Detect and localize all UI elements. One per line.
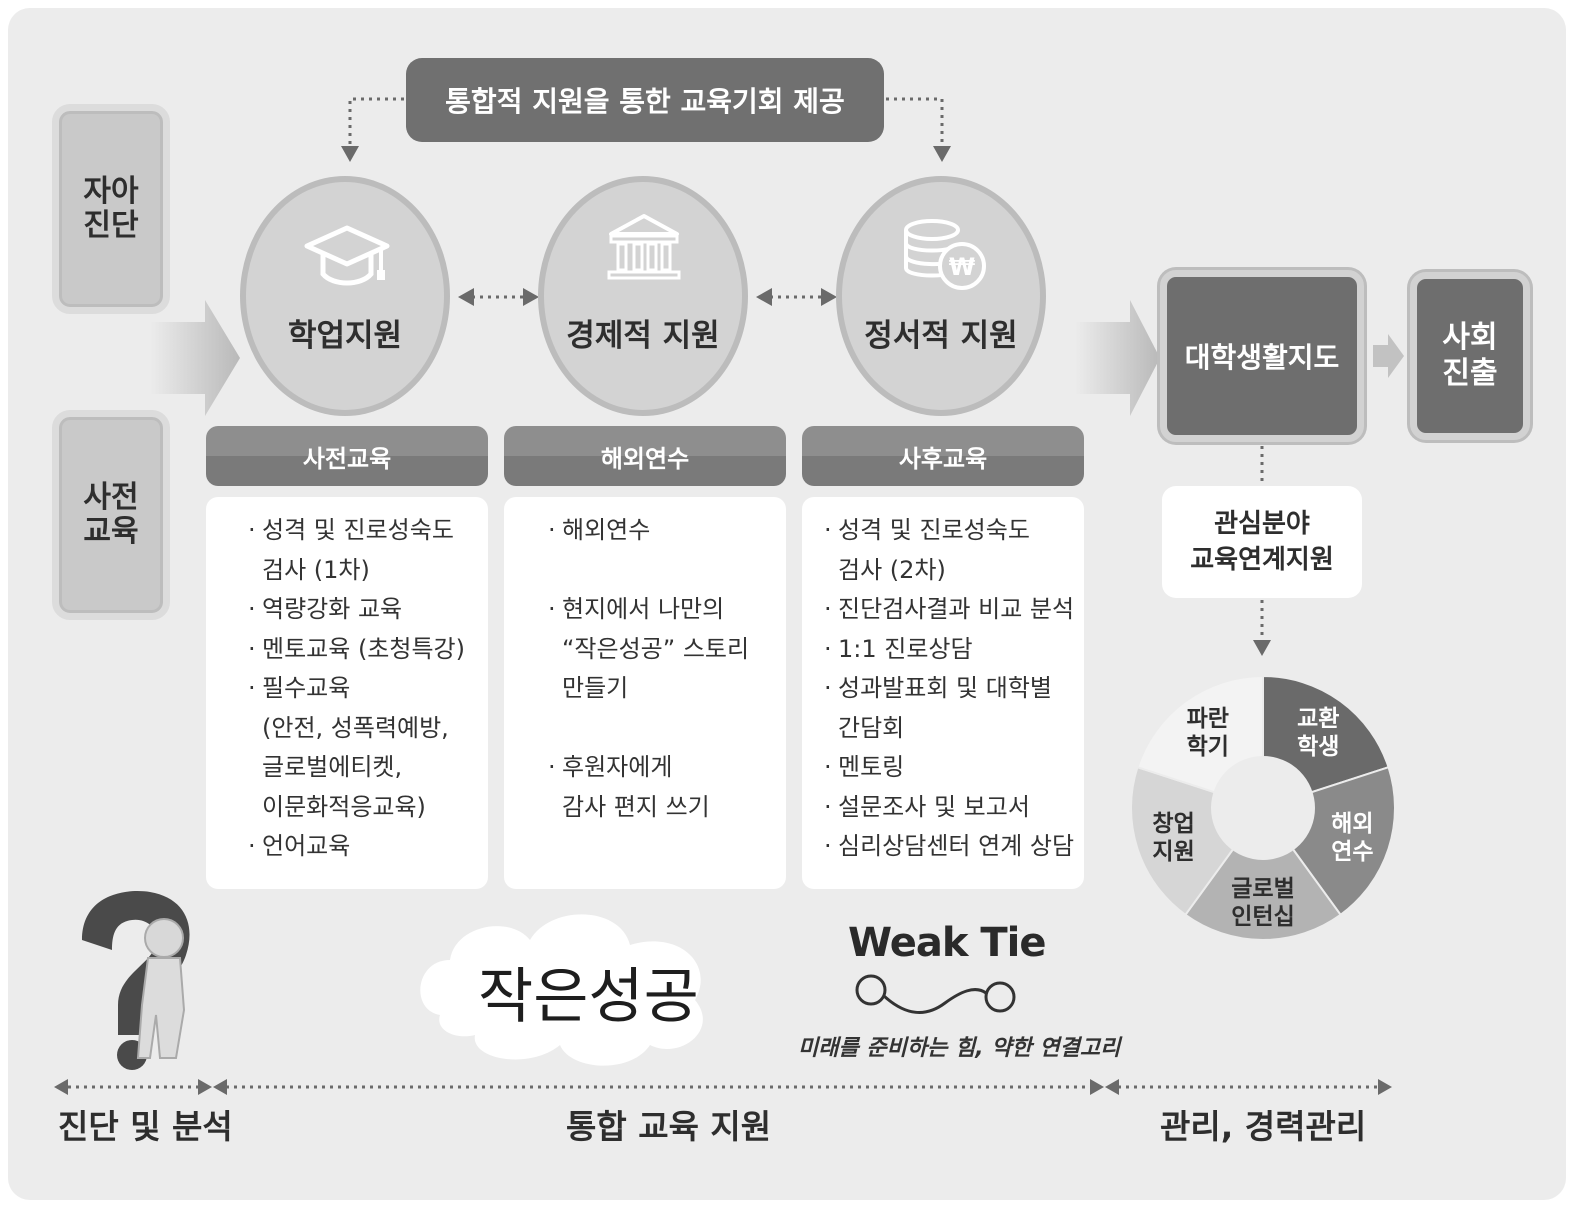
small-flow-arrow bbox=[1373, 334, 1404, 378]
left-flow-arrow bbox=[150, 300, 240, 416]
list-item: 해외연수 bbox=[548, 511, 786, 551]
post-education-header: 사후교육 bbox=[802, 426, 1084, 486]
svg-text:₩: ₩ bbox=[949, 253, 976, 281]
pre-education-header: 사전교육 bbox=[206, 426, 488, 486]
list-item: 멘토링 bbox=[824, 748, 1084, 788]
pre-education-box: 사전 교육 bbox=[52, 410, 170, 620]
phase-integrated-label: 통합 교육 지원 bbox=[566, 1107, 772, 1146]
overseas-training-list: 해외연수현지에서 나만의 “작은성공” 스토리 만들기후원자에게 감사 편지 쓰… bbox=[548, 511, 786, 827]
list-item: 필수교육 (안전, 성폭력예방, 글로벌에티켓, 이문화적응교육) bbox=[248, 669, 488, 827]
question-figure-icon bbox=[82, 891, 190, 1070]
coins-won-icon: ₩ bbox=[904, 219, 986, 290]
integrated-support-banner: 통합적 지원을 통한 교육기회 제공 bbox=[406, 58, 884, 142]
college-life-guidance-box: 대학생활지도 bbox=[1160, 270, 1364, 442]
emotional-support-title: 정서적 지원 bbox=[864, 318, 1018, 354]
small-success-lettering: 작은성공 bbox=[478, 962, 699, 1032]
banner-left-connector bbox=[348, 97, 404, 148]
overseas-training-card: 해외연수현지에서 나만의 “작은성공” 스토리 만들기후원자에게 감사 편지 쓰… bbox=[504, 497, 786, 889]
list-item: 설문조사 및 보고서 bbox=[824, 788, 1084, 828]
academic-support-title: 학업지원 bbox=[287, 318, 403, 354]
weak-tie-subtitle: 미래를 준비하는 힘, 약한 연결고리 bbox=[798, 1036, 1121, 1061]
weak-tie-title: Weak Tie bbox=[848, 920, 1046, 966]
list-item: 1:1 진로상담 bbox=[824, 630, 1084, 670]
overseas-training-header: 해외연수 bbox=[504, 426, 786, 486]
donut-segment bbox=[1184, 806, 1342, 941]
list-item: 성과발표회 및 대학별 간담회 bbox=[824, 669, 1084, 748]
emotional-support-circle bbox=[836, 176, 1046, 416]
list-item: 심리상담센터 연계 상담 bbox=[824, 827, 1084, 867]
list-item: 진단검사결과 비교 분석 bbox=[824, 590, 1084, 630]
list-item: 언어교육 bbox=[248, 827, 488, 867]
phase-management-label: 관리, 경력관리 bbox=[1160, 1107, 1367, 1146]
list-item: 성격 및 진로성숙도 검사 (2차) bbox=[824, 511, 1084, 590]
banner-right-connector bbox=[886, 97, 944, 148]
pre-education-list: 성격 및 진로성숙도 검사 (1차)역량강화 교육멘토교육 (초청특강)필수교육… bbox=[248, 511, 488, 867]
graduation-cap-icon bbox=[304, 225, 390, 286]
pre-education-list-card: 성격 및 진로성숙도 검사 (1차)역량강화 교육멘토교육 (초청특강)필수교육… bbox=[206, 497, 488, 889]
weak-tie-link-icon bbox=[855, 974, 1016, 1015]
list-item: 현지에서 나만의 “작은성공” 스토리 만들기 bbox=[548, 590, 786, 709]
cloud-shape bbox=[420, 914, 703, 1066]
right-flow-arrow bbox=[1075, 300, 1160, 416]
society-entry-box: 사회 진출 bbox=[1410, 272, 1530, 440]
self-diagnosis-box: 자아 진단 bbox=[52, 104, 170, 314]
phase-diagnosis-label: 진단 및 분석 bbox=[58, 1107, 233, 1146]
economic-support-title: 경제적 지원 bbox=[566, 318, 720, 354]
post-education-card: 성격 및 진로성숙도 검사 (2차)진단검사결과 비교 분석1:1 진로상담성과… bbox=[802, 497, 1084, 889]
list-item: 후원자에게 감사 편지 쓰기 bbox=[548, 748, 786, 827]
academic-support-circle bbox=[240, 176, 450, 416]
interest-education-box: 관심분야 교육연계지원 bbox=[1162, 486, 1362, 598]
bank-building-icon bbox=[607, 214, 681, 280]
post-education-list: 성격 및 진로성숙도 검사 (2차)진단검사결과 비교 분석1:1 진로상담성과… bbox=[824, 511, 1084, 867]
list-item: 성격 및 진로성숙도 검사 (1차) bbox=[248, 511, 488, 590]
list-item: 역량강화 교육 bbox=[248, 590, 488, 630]
list-item: 멘토교육 (초청특강) bbox=[248, 630, 488, 670]
